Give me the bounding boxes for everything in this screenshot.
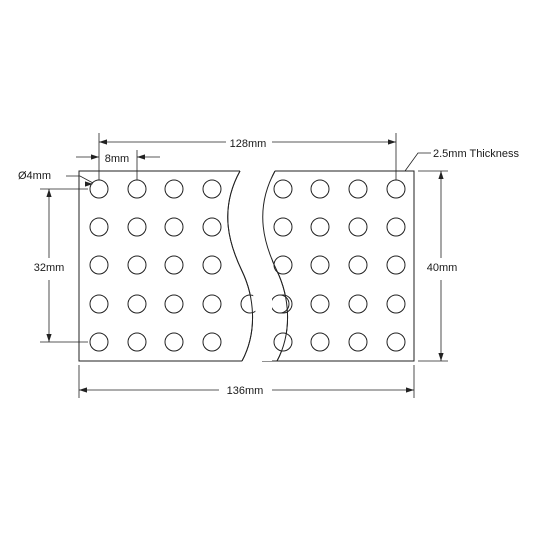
- arrow-128-left: [99, 139, 107, 145]
- hole: [348, 294, 368, 314]
- hole: [89, 294, 109, 314]
- hole: [386, 294, 406, 314]
- hole: [273, 179, 293, 199]
- arrow-8mm-right: [137, 154, 145, 160]
- hole: [386, 332, 406, 352]
- hole: [202, 217, 222, 237]
- hole: [348, 255, 368, 275]
- hole: [386, 179, 406, 199]
- hole: [202, 294, 222, 314]
- hole: [127, 255, 147, 275]
- plate-right-edge: [262, 170, 415, 362]
- hole: [202, 332, 222, 352]
- hole-diameter-label: Ø4mm: [18, 170, 51, 182]
- hole: [348, 332, 368, 352]
- hole: [386, 217, 406, 237]
- hole: [89, 217, 109, 237]
- arrow-32-bottom: [46, 334, 52, 342]
- hole: [310, 332, 330, 352]
- hole: [310, 217, 330, 237]
- hole: [273, 217, 293, 237]
- thickness-label: 2.5mm Thickness: [433, 148, 519, 160]
- arrow-136-left: [79, 387, 87, 393]
- arrow-40-bottom: [438, 353, 444, 361]
- hole: [164, 332, 184, 352]
- arrow-40-top: [438, 171, 444, 179]
- hole: [164, 179, 184, 199]
- overall-width-label: 136mm: [227, 385, 264, 397]
- hole: [273, 332, 293, 352]
- overall-height-label: 40mm: [427, 262, 458, 274]
- dimension-lines: [40, 133, 448, 398]
- arrow-diameter: [85, 181, 93, 187]
- hole: [164, 217, 184, 237]
- hole-span-label: 128mm: [230, 138, 267, 150]
- hole: [127, 217, 147, 237]
- hole: [202, 255, 222, 275]
- hole: [310, 179, 330, 199]
- hole: [348, 179, 368, 199]
- break-line-right-top: [262, 170, 288, 362]
- break-line-left-top: [227, 170, 253, 362]
- hole: [164, 255, 184, 275]
- hole: [348, 217, 368, 237]
- hole: [310, 255, 330, 275]
- hole: [310, 294, 330, 314]
- hole: [89, 332, 109, 352]
- arrow-136-right: [406, 387, 414, 393]
- hole: [164, 294, 184, 314]
- arrow-32-top: [46, 189, 52, 197]
- hole: [127, 294, 147, 314]
- hole: [127, 179, 147, 199]
- arrow-8mm-left: [91, 154, 99, 160]
- break-band-mask: [230, 171, 272, 361]
- hole: [89, 255, 109, 275]
- plate-left-edge: [78, 170, 242, 362]
- leader-thickness: [404, 152, 431, 172]
- hole-pitch-label: 8mm: [105, 153, 129, 165]
- hole-grid: [89, 170, 406, 362]
- hole: [127, 332, 147, 352]
- hole: [202, 179, 222, 199]
- vertical-span-label: 32mm: [34, 262, 65, 274]
- leader-diameter: [66, 175, 94, 184]
- hole: [386, 255, 406, 275]
- arrow-128-right: [388, 139, 396, 145]
